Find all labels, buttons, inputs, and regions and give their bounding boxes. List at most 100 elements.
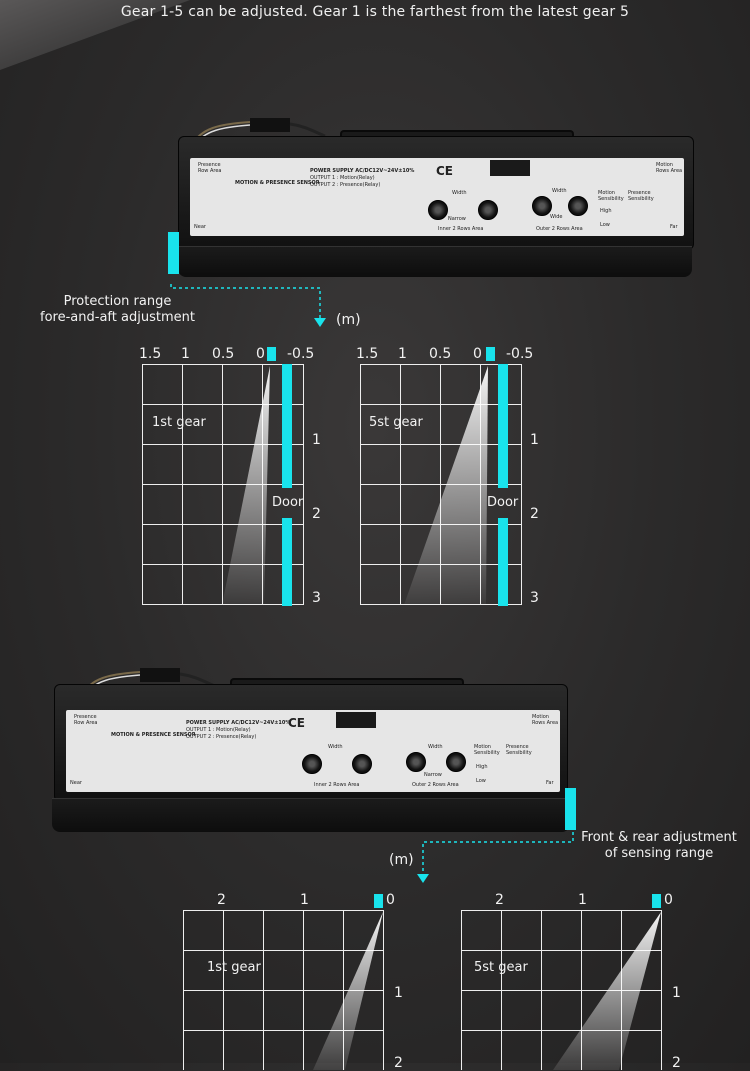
knob-icon[interactable] xyxy=(568,196,588,216)
low-label: Low xyxy=(476,778,486,784)
origin-marker xyxy=(267,347,276,361)
x-tick: 1.5 xyxy=(139,346,162,362)
knob-icon[interactable] xyxy=(532,196,552,216)
output2-label: OUTPUT 2 : Presence(Relay) xyxy=(186,734,257,740)
sensing-caption: Front & rear adjustment of sensing range xyxy=(568,830,750,862)
knob-icon[interactable] xyxy=(302,754,322,774)
output1-label: OUTPUT 1 : Motion(Relay) xyxy=(186,727,251,733)
gear-label: 5st gear xyxy=(369,415,423,430)
width-label-2: Width xyxy=(552,188,567,194)
y-tick: 2 xyxy=(394,1055,403,1071)
presence-row-label: Presence Row Area xyxy=(74,714,98,726)
motion-rows-label: Motion Rows Area xyxy=(656,162,683,174)
ce-mark: CE xyxy=(436,164,454,178)
dip-switch[interactable] xyxy=(490,160,530,176)
top-note: Gear 1-5 can be adjusted. Gear 1 is the … xyxy=(120,4,630,20)
low-label: Low xyxy=(600,222,610,228)
high-label: High xyxy=(600,208,612,214)
origin-marker xyxy=(486,347,495,361)
near-label: Near xyxy=(70,780,82,786)
caption-line1: Protection range xyxy=(63,294,172,309)
caption-line2: of sensing range xyxy=(604,846,714,861)
x-tick: 0 xyxy=(256,346,265,362)
far-label: Far xyxy=(546,780,554,786)
narrow-label: Narrow xyxy=(424,772,442,778)
beam-shape xyxy=(553,912,661,1070)
grid-lines xyxy=(360,364,522,605)
door-bar xyxy=(282,518,292,606)
caption-line2: fore-and-aft adjustment xyxy=(40,310,195,325)
knob-icon[interactable] xyxy=(406,752,426,772)
wide-label: Wide xyxy=(550,214,563,220)
output2-label: OUTPUT 2 : Presence(Relay) xyxy=(310,182,381,188)
x-tick: 0.5 xyxy=(429,346,452,362)
width-label-2: Width xyxy=(428,744,443,750)
ce-mark: CE xyxy=(288,716,306,730)
far-label: Far xyxy=(670,224,678,230)
door-label: Door xyxy=(272,495,304,510)
door-bar xyxy=(498,364,508,488)
x-tick: 1 xyxy=(181,346,190,362)
y-tick: 1 xyxy=(530,432,539,448)
high-label: High xyxy=(476,764,488,770)
knob-icon[interactable] xyxy=(446,752,466,772)
x-tick: 1 xyxy=(398,346,407,362)
width-label: Width xyxy=(452,190,467,196)
dip-switch[interactable] xyxy=(336,712,376,728)
sensor-label-panel: Presence Row Area MOTION & PRESENCE SENS… xyxy=(66,710,560,792)
door-bar xyxy=(282,364,292,488)
y-tick: 3 xyxy=(312,590,321,606)
unit-label: (m) xyxy=(389,852,414,868)
unit-label: (m) xyxy=(336,312,361,328)
motion-sens-label: Motion Sensibility xyxy=(598,190,624,202)
sensor-label-panel: Presence Row Area MOTION & PRESENCE SENS… xyxy=(190,158,684,236)
presence-sens-label: Presence Sensibility xyxy=(628,190,654,202)
y-tick: 1 xyxy=(394,985,403,1001)
presence-row-label: Presence Row Area xyxy=(198,162,222,174)
x-tick: 0.5 xyxy=(212,346,235,362)
beam-shape xyxy=(404,366,488,605)
dashed-connector xyxy=(170,284,326,327)
device-title: MOTION & PRESENCE SENSOR xyxy=(111,732,196,738)
inner-rows-label: Inner 2 Rows Area xyxy=(314,782,360,788)
x-tick: 1 xyxy=(300,892,309,908)
beam-shape xyxy=(313,912,383,1070)
x-tick: 0 xyxy=(386,892,395,908)
x-tick: -0.5 xyxy=(287,346,315,362)
sensor-device-top: Presence Row Area MOTION & PRESENCE SENS… xyxy=(160,118,700,278)
output1-label: OUTPUT 1 : Motion(Relay) xyxy=(310,175,375,181)
x-tick: 0 xyxy=(664,892,673,908)
y-tick: 1 xyxy=(672,985,681,1001)
grid-lines xyxy=(183,910,384,1070)
knob-icon[interactable] xyxy=(478,200,498,220)
origin-marker xyxy=(652,894,661,908)
power-supply-label: POWER SUPPLY AC/DC12V~24V±10% xyxy=(186,720,291,726)
narrow-label: Narrow xyxy=(448,216,466,222)
dashed-connector xyxy=(417,832,574,883)
x-tick: 2 xyxy=(217,892,226,908)
x-tick: 2 xyxy=(495,892,504,908)
motion-sens-label: Motion Sensibility xyxy=(474,744,500,756)
inner-rows-label: Inner 2 Rows Area xyxy=(438,226,484,232)
sensor-marker xyxy=(168,232,179,274)
y-tick: 3 xyxy=(530,590,539,606)
outer-rows-label: Outer 2 Rows Area xyxy=(412,782,459,788)
caption-line1: Front & rear adjustment xyxy=(581,830,737,845)
grid-lines xyxy=(142,364,304,605)
sensor-marker xyxy=(565,788,576,830)
y-tick: 2 xyxy=(672,1055,681,1071)
outer-rows-label: Outer 2 Rows Area xyxy=(536,226,583,232)
knob-icon[interactable] xyxy=(428,200,448,220)
x-tick: -0.5 xyxy=(506,346,534,362)
motion-rows-label: Motion Rows Area xyxy=(532,714,559,726)
door-bar xyxy=(498,518,508,606)
gear-label: 5st gear xyxy=(474,960,528,975)
gear-label: 1st gear xyxy=(152,415,206,430)
origin-marker xyxy=(374,894,383,908)
sensor-device-bottom: Presence Row Area MOTION & PRESENCE SENS… xyxy=(40,668,585,833)
protection-caption: Protection range fore-and-aft adjustment xyxy=(20,294,215,326)
knob-icon[interactable] xyxy=(352,754,372,774)
power-supply-label: POWER SUPPLY AC/DC12V~24V±10% xyxy=(310,168,415,174)
y-tick: 2 xyxy=(312,506,321,522)
x-tick: 0 xyxy=(473,346,482,362)
